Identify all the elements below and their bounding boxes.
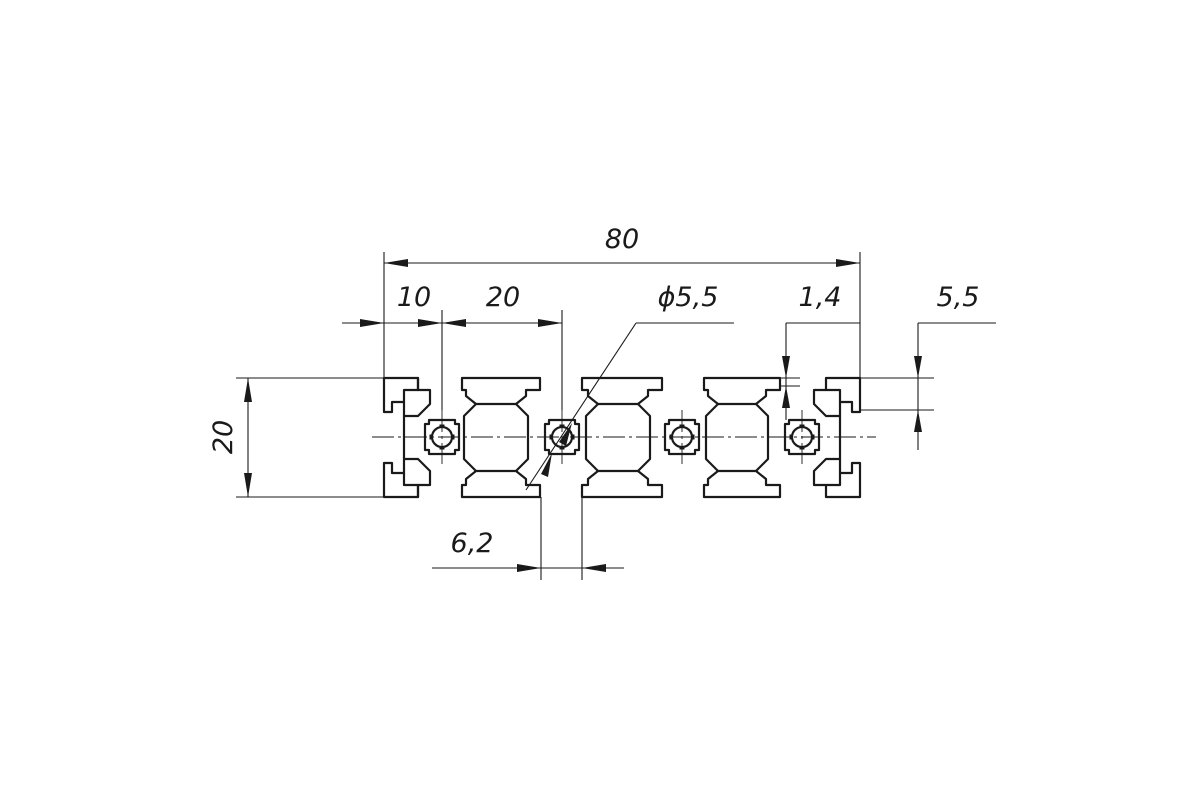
profile-outline [382,376,862,499]
height-label: 20 [208,420,239,454]
dimension-lip-height: 5,5 [860,282,996,450]
slot-opening-label: 6,2 [451,528,494,559]
slot-flanges [460,376,782,499]
wall-thickness-label: 1,4 [799,282,842,313]
dimension-slot-positions: 10 20 [342,282,563,410]
cavity-webs [462,388,842,487]
overall-width-label: 80 [605,224,639,255]
slot-pitch-label: 20 [486,282,520,313]
dimension-wall-thickness: 1,4 [780,282,860,420]
dimension-height: 20 [208,377,384,498]
dimension-hole-diameter: ϕ5,5 [525,282,734,491]
lip-height-label: 5,5 [937,282,980,313]
dimension-overall-width: 80 [383,224,861,378]
dimension-slot-opening: 6,2 [432,497,624,580]
profile-body [382,376,862,499]
center-lines [372,410,876,464]
hole-diameter-label: ϕ5,5 [658,282,719,313]
edge-to-slot-label: 10 [397,282,431,313]
